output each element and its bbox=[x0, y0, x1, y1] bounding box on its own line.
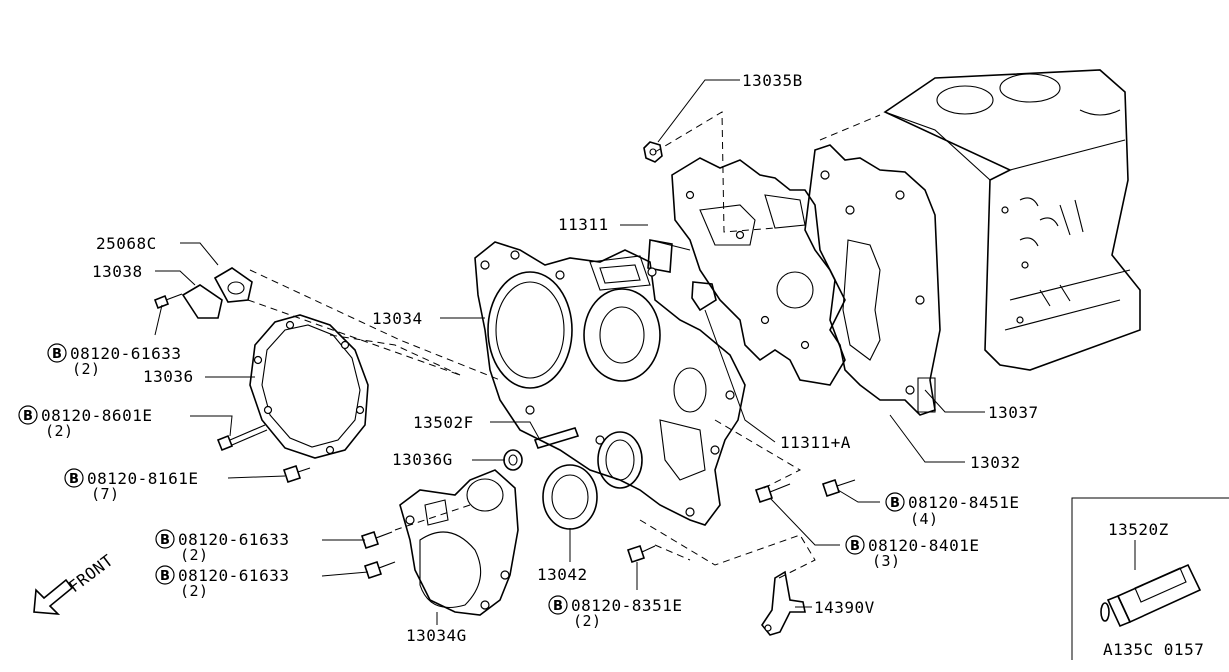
label-13034G: 13034G bbox=[406, 626, 467, 645]
label-group-08120-8351E: B 08120-8351E (2) bbox=[548, 595, 682, 630]
oil-seal-13042 bbox=[542, 464, 598, 530]
label-25068C: 25068C bbox=[96, 234, 157, 253]
gasket-plate bbox=[671, 157, 846, 386]
label-13032: 13032 bbox=[970, 453, 1021, 472]
small-gasket-11311-a bbox=[691, 281, 717, 312]
small-gasket-11311 bbox=[647, 239, 673, 273]
seal-13036G bbox=[503, 449, 523, 471]
inset-box-13520Z: 13520Z bbox=[1071, 497, 1229, 660]
bolt-marker-letter: B bbox=[850, 539, 860, 554]
dowel-pin-13502F bbox=[533, 427, 580, 449]
gasket-25068C bbox=[213, 267, 253, 303]
label-13037: 13037 bbox=[988, 403, 1039, 422]
label-08120-61633-upper: 08120-61633 bbox=[70, 344, 181, 363]
drawing-code: A135C 0157 bbox=[1103, 640, 1204, 659]
bolt-marker-letter: B bbox=[553, 599, 563, 614]
qty-08120-61633-low: (2) bbox=[180, 582, 209, 600]
bolt-marker-icon bbox=[885, 492, 905, 512]
label-14390V: 14390V bbox=[814, 598, 875, 617]
assembly-lines bbox=[247, 111, 881, 581]
label-08120-61633-mid: 08120-61633 bbox=[178, 530, 289, 549]
label-08120-8351E: 08120-8351E bbox=[571, 596, 682, 615]
qty-08120-8161E: (7) bbox=[91, 485, 120, 503]
label-group-08120-8161E: B 08120-8161E (7) bbox=[64, 468, 198, 503]
cover-13036 bbox=[249, 314, 369, 459]
cap-13035B bbox=[643, 141, 663, 163]
bolt-08120-8601E bbox=[216, 424, 268, 452]
bolt-08120-8401E bbox=[754, 483, 791, 504]
bolt-marker-letter: B bbox=[69, 472, 79, 487]
bolt-08120-8161E bbox=[282, 464, 311, 484]
qty-08120-61633-upper: (2) bbox=[72, 360, 101, 378]
bolt-08120-61633-upper bbox=[153, 293, 183, 310]
bolt-marker-icon bbox=[18, 405, 38, 425]
sealant-tube-icon bbox=[1100, 563, 1202, 628]
engine-block bbox=[883, 69, 1141, 371]
bolt-marker-icon bbox=[155, 565, 175, 585]
qty-08120-8601E: (2) bbox=[45, 422, 74, 440]
leader-lines bbox=[154, 79, 985, 625]
label-13035B: 13035B bbox=[742, 71, 803, 90]
front-direction-indicator: FRONT bbox=[33, 551, 117, 615]
label-group-08120-61633-low: B 08120-61633 (2) bbox=[155, 565, 289, 600]
label-group-08120-8601E: B 08120-8601E (2) bbox=[18, 405, 152, 440]
label-13502F: 13502F bbox=[413, 413, 474, 432]
bolt-marker-letter: B bbox=[160, 569, 170, 584]
bolt-marker-icon bbox=[845, 535, 865, 555]
label-13036: 13036 bbox=[143, 367, 194, 386]
label-08120-8451E: 08120-8451E bbox=[908, 493, 1019, 512]
label-13042: 13042 bbox=[537, 565, 588, 584]
bolt-08120-61633-mid bbox=[360, 530, 393, 550]
bolt-marker-letter: B bbox=[23, 409, 33, 424]
label-08120-8161E: 08120-8161E bbox=[87, 469, 198, 488]
label-11311: 11311 bbox=[558, 215, 609, 234]
qty-08120-61633-mid: (2) bbox=[180, 546, 209, 564]
bolt-marker-icon bbox=[47, 343, 67, 363]
label-group-08120-8451E: B 08120-8451E (4) bbox=[885, 492, 1019, 528]
label-13034: 13034 bbox=[372, 309, 423, 328]
qty-08120-8351E: (2) bbox=[573, 612, 602, 630]
label-08120-8401E: 08120-8401E bbox=[868, 536, 979, 555]
qty-08120-8451E: (4) bbox=[910, 510, 939, 528]
bolt-marker-letter: B bbox=[52, 347, 62, 362]
bolt-08120-8351E bbox=[626, 544, 656, 564]
label-11311-a: 11311+A bbox=[780, 433, 851, 452]
bolt-08120-8451E bbox=[821, 478, 856, 498]
label-13036G: 13036G bbox=[392, 450, 453, 469]
cover-13034G bbox=[399, 469, 519, 616]
bolt-marker-letter: B bbox=[160, 533, 170, 548]
label-group-08120-61633-upper: B 08120-61633 (2) bbox=[47, 343, 181, 378]
label-08120-61633-low: 08120-61633 bbox=[178, 566, 289, 585]
bolt-marker-icon bbox=[64, 468, 84, 488]
front-arrow-icon bbox=[33, 578, 74, 615]
plate-13038 bbox=[181, 284, 223, 319]
rear-plate bbox=[804, 144, 941, 416]
label-08120-8601E: 08120-8601E bbox=[41, 406, 152, 425]
label-group-08120-8401E: B 08120-8401E (3) bbox=[845, 535, 979, 570]
bolt-marker-letter: B bbox=[890, 496, 900, 511]
bolt-marker-icon bbox=[155, 529, 175, 549]
front-cover-13034 bbox=[474, 241, 746, 526]
label-13038: 13038 bbox=[92, 262, 143, 281]
bolt-08120-61633-low bbox=[363, 560, 396, 580]
bracket-14390V bbox=[761, 570, 806, 636]
bolt-marker-icon bbox=[548, 595, 568, 615]
label-13520Z: 13520Z bbox=[1108, 520, 1169, 539]
front-label: FRONT bbox=[65, 551, 117, 597]
qty-08120-8401E: (3) bbox=[872, 552, 901, 570]
label-group-08120-61633-mid: B 08120-61633 (2) bbox=[155, 529, 289, 564]
